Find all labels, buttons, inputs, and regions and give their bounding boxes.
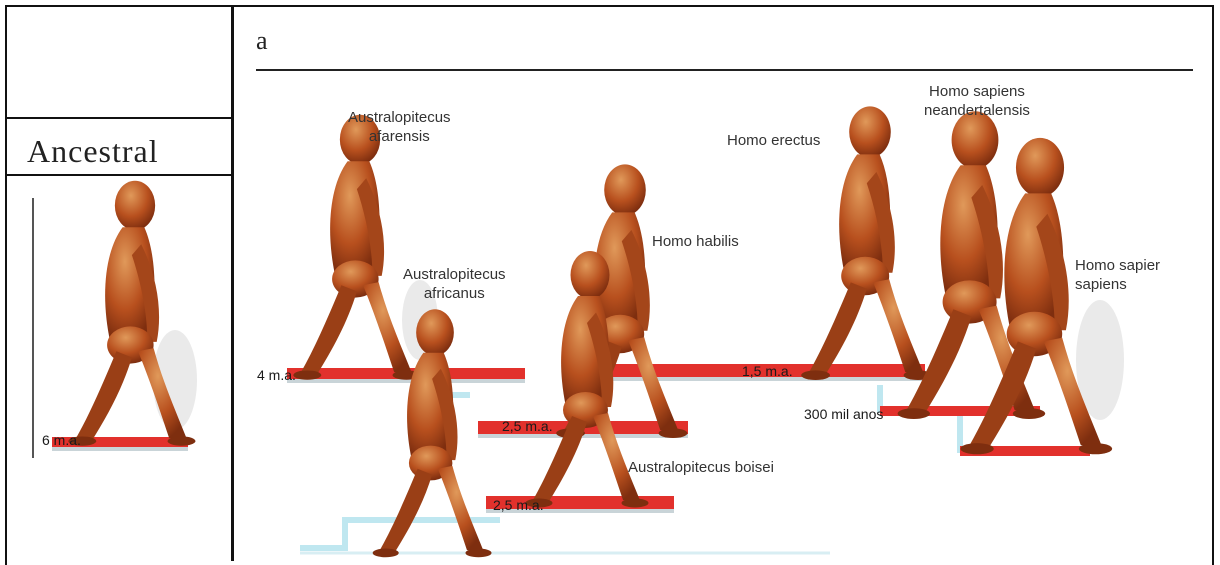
time-boisei: 2,5 m.a. (493, 497, 544, 513)
label-neandertalensis: Homo sapiens neandertalensis (924, 82, 1030, 120)
time-afarensis: 4 m.a. (257, 367, 296, 383)
label-sapiens-line2: sapiens (1075, 275, 1160, 294)
time-neandertalensis: 300 mil anos (804, 406, 883, 422)
time-erectus: 1,5 m.a. (742, 363, 793, 379)
label-boisei-line1: Australopitecus boisei (628, 458, 774, 477)
figure-afarensis (293, 115, 420, 380)
figure-erectus (801, 106, 932, 380)
label-sapiens-line1: Homo sapier (1075, 256, 1160, 275)
time-ancestral: 6 m.a. (42, 432, 81, 448)
time-africanus: 2,5 m.a. (502, 418, 553, 434)
label-sapiens: Homo sapier sapiens (1075, 256, 1160, 294)
label-habilis-line1: Homo habilis (652, 232, 739, 251)
label-afarensis-line1: Australopitecus (348, 108, 451, 127)
label-afarensis-line2: afarensis (348, 127, 451, 146)
label-erectus-line1: Homo erectus (727, 131, 820, 150)
label-neandertalensis-line1: Homo sapiens (924, 82, 1030, 101)
label-afarensis: Australopitecus afarensis (348, 108, 451, 146)
label-africanus-line1: Australopitecus (403, 265, 506, 284)
label-africanus-line2: africanus (403, 284, 506, 303)
label-africanus: Australopitecus africanus (403, 265, 506, 303)
label-erectus: Homo erectus (727, 131, 820, 150)
label-boisei: Australopitecus boisei (628, 458, 774, 477)
label-neandertalensis-line2: neandertalensis (924, 101, 1030, 120)
label-habilis: Homo habilis (652, 232, 739, 251)
